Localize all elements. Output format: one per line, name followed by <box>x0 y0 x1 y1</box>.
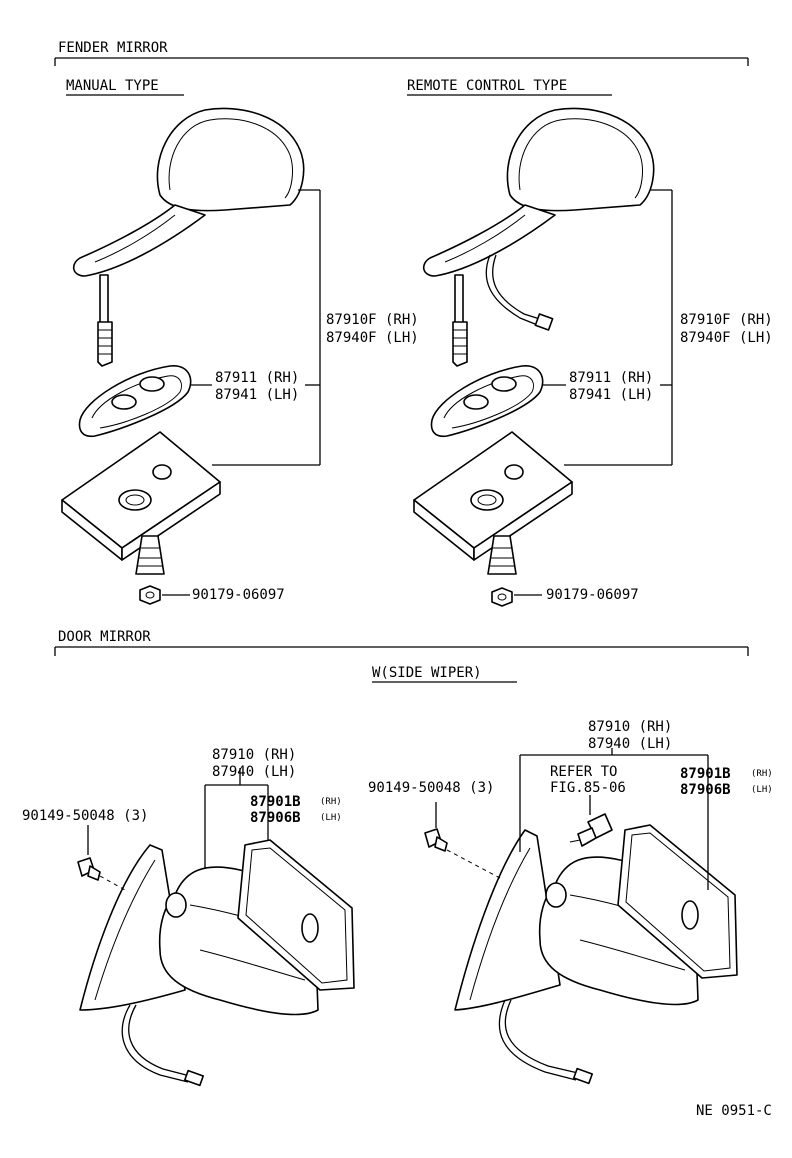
label-door-mirror-lh: 87940 (LH) <box>212 764 296 780</box>
subsection-remote-control-type: REMOTE CONTROL TYPE <box>407 78 567 94</box>
door-mirror-standard-drawing <box>77 839 355 1087</box>
leaders-door-standard <box>87 768 269 868</box>
label-glass-rh: 87901B <box>250 794 301 810</box>
tag-lh: (LH) <box>320 813 342 823</box>
label-gasket-rh-manual: 87911 (RH) <box>215 370 299 386</box>
leaders-manual <box>162 189 321 596</box>
tag-rh-wiper: (RH) <box>751 769 773 779</box>
label-nut-remote: 90179-06097 <box>546 587 639 603</box>
label-glass-rh-wiper: 87901B <box>680 766 731 782</box>
fender-mirror-frame <box>54 57 749 66</box>
label-screw-wiper: 90149-50048 (3) <box>368 780 494 796</box>
label-gasket-rh-remote: 87911 (RH) <box>569 370 653 386</box>
leaders-remote <box>514 189 673 596</box>
label-fender-mirror-lh-manual: 87940F (LH) <box>326 330 419 346</box>
label-fender-mirror-rh-manual: 87910F (RH) <box>326 312 419 328</box>
label-glass-lh-wiper: 87906B <box>680 782 731 798</box>
label-glass-lh: 87906B <box>250 810 301 826</box>
label-door-mirror-rh: 87910 (RH) <box>212 747 296 763</box>
label-refer-to: REFER TO <box>550 764 617 780</box>
door-mirror-frame <box>54 646 749 656</box>
leaders-door-wiper <box>435 748 709 890</box>
subsection-manual-type: MANUAL TYPE <box>66 78 159 94</box>
section-title-fender-mirror: FENDER MIRROR <box>58 40 168 56</box>
label-refer-fig: FIG.85-06 <box>550 780 626 796</box>
label-screw-standard: 90149-50048 (3) <box>22 808 148 824</box>
fender-mirror-manual-drawing <box>61 107 305 605</box>
tag-rh: (RH) <box>320 797 342 807</box>
figure-code: NE 0951-C <box>696 1103 772 1119</box>
label-gasket-lh-manual: 87941 (LH) <box>215 387 299 403</box>
label-gasket-lh-remote: 87941 (LH) <box>569 387 653 403</box>
label-fender-mirror-rh-remote: 87910F (RH) <box>680 312 773 328</box>
section-title-door-mirror: DOOR MIRROR <box>58 629 151 645</box>
label-nut-manual: 90179-06097 <box>192 587 285 603</box>
label-door-mirror-lh-wiper: 87940 (LH) <box>588 736 672 752</box>
door-mirror-side-wiper-drawing <box>424 813 738 1085</box>
tag-lh-wiper: (LH) <box>751 785 773 795</box>
label-door-mirror-rh-wiper: 87910 (RH) <box>588 719 672 735</box>
label-fender-mirror-lh-remote: 87940F (LH) <box>680 330 773 346</box>
subsection-side-wiper: W(SIDE WIPER) <box>372 665 482 681</box>
fender-mirror-remote-drawing <box>413 107 655 607</box>
